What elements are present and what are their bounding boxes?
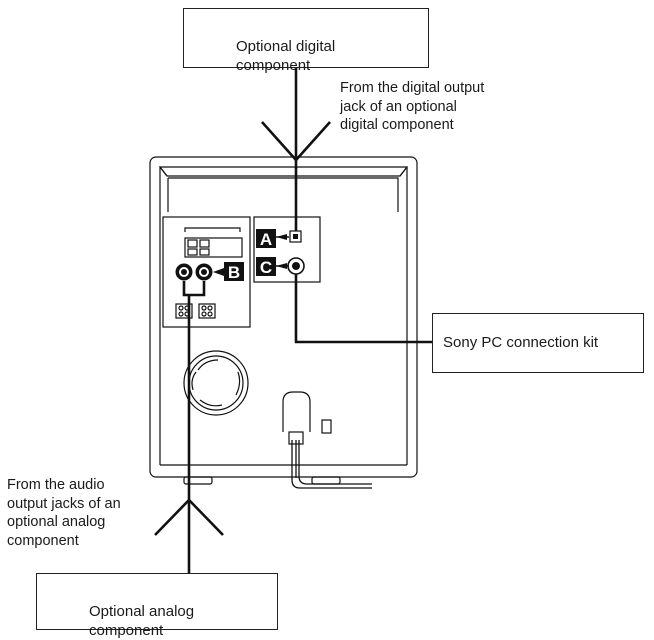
analog-cable-right (189, 281, 206, 297)
cabinet-top-lip (167, 177, 399, 212)
speaker-terminal-right (198, 303, 216, 319)
right-foot (311, 476, 341, 485)
label-c: C (260, 258, 272, 277)
jack-a-optical (289, 230, 302, 243)
small-switch (321, 419, 332, 434)
label-b: B (228, 263, 240, 282)
analog-output-note: From the audio output jacks of an option… (7, 477, 121, 549)
cooling-fan (183, 350, 249, 416)
label-b-tag: B (213, 262, 244, 282)
pc-cable (294, 274, 432, 344)
jack-panel (253, 216, 321, 283)
cabinet-top-recess (158, 166, 409, 177)
speaker-terminal-left (175, 303, 193, 319)
cord-clamp (282, 391, 311, 432)
cabinet-outline (149, 156, 418, 478)
optional-digital-component-box: Optional digital component (183, 8, 429, 74)
label-a: A (260, 230, 272, 249)
sony-pc-connection-kit-label: Sony PC connection kit (443, 334, 599, 351)
digital-cable-fork (261, 121, 331, 162)
jacks-b-analog-input (175, 263, 213, 281)
label-c-tag: C (256, 257, 289, 277)
left-foot (183, 476, 213, 485)
jack-c-pc-port (287, 257, 305, 275)
analog-cable-left (182, 281, 189, 297)
power-cord (291, 440, 372, 489)
speaker-terminal-panel (162, 216, 251, 328)
label-a-tag: A (256, 229, 289, 249)
digital-output-note: From the digital output jack of an optio… (340, 80, 485, 133)
sony-pc-connection-kit-box: Sony PC connection kit (432, 313, 644, 373)
analog-cable-fork (154, 498, 224, 536)
optional-analog-component-box: Optional analog component (36, 573, 278, 639)
stereo-unit-rear (149, 156, 418, 485)
optional-analog-component-label: Optional analog component (89, 603, 195, 639)
connection-cables (154, 68, 432, 573)
optional-digital-component-label: Optional digital component (236, 38, 336, 74)
